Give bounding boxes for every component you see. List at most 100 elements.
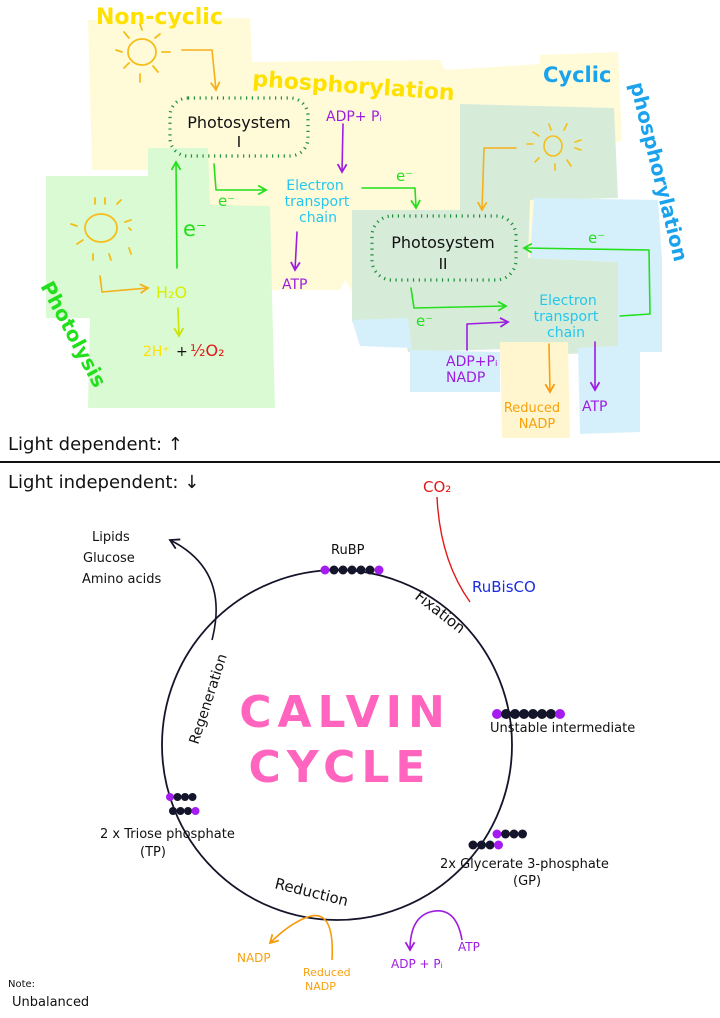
light-dependent-arrows bbox=[99, 49, 651, 394]
phosphate-atom bbox=[492, 829, 502, 839]
carbon-atom bbox=[181, 793, 189, 801]
etc-1-line2: transport bbox=[285, 194, 350, 210]
carbon-atom bbox=[169, 807, 177, 815]
oxygen-label: ½O₂ bbox=[190, 341, 225, 360]
tp-molecule bbox=[169, 807, 200, 815]
carbon-atom bbox=[501, 709, 511, 719]
phosphate-atom bbox=[320, 565, 330, 575]
product-glucose: Glucose bbox=[83, 551, 135, 566]
carbon-atom bbox=[518, 829, 527, 839]
tp-label-line1: 2 x Triose phosphate bbox=[100, 827, 235, 842]
atp-label-2: ATP bbox=[582, 399, 607, 415]
nadp-consumption-arrow bbox=[268, 914, 334, 961]
carbon-atom bbox=[365, 565, 375, 575]
fixation-label: Fixation bbox=[412, 587, 469, 637]
electron-transport-chain-2: Electron transport chain bbox=[534, 293, 599, 341]
electron-arrow-water-ps1 bbox=[170, 160, 182, 269]
cyclic-teal-region bbox=[352, 104, 618, 355]
co2-input-line bbox=[436, 496, 471, 603]
reduced-nadp-yellow-region bbox=[500, 342, 570, 438]
gp-molecule bbox=[468, 840, 503, 850]
photosystem-1-label: Photosystem bbox=[187, 113, 290, 132]
cyclic-title: Cyclic bbox=[543, 63, 611, 87]
phosphate-atom bbox=[191, 807, 200, 815]
etc-2-line2: transport bbox=[534, 309, 599, 325]
adp-nadp-arrow-etc2 bbox=[466, 317, 510, 351]
calvin-title-line1: CALVIN bbox=[239, 687, 451, 738]
carbon-atom bbox=[188, 793, 197, 801]
carbon-atom bbox=[501, 829, 510, 839]
photosystem-2-label: Photosystem bbox=[391, 233, 494, 252]
light-arrow-water bbox=[99, 275, 150, 294]
products-arrow bbox=[168, 538, 217, 641]
adp-pi-label: ADP+ Pᵢ bbox=[326, 109, 382, 125]
photosystem-1-numeral: I bbox=[237, 133, 241, 151]
photosystem-2: Photosystem II bbox=[370, 214, 518, 282]
electron-arrow-ps2-etc2 bbox=[410, 287, 508, 312]
hydrogen-ion-label: 2H⁺ bbox=[143, 344, 170, 360]
carbon-atom bbox=[176, 807, 185, 815]
adp-blue-region bbox=[410, 350, 500, 392]
adp-pi-label-2: ADP+Pᵢ bbox=[446, 354, 497, 370]
carbon-atom bbox=[537, 709, 547, 719]
molecule-layer bbox=[166, 565, 565, 850]
atp-arrow-etc1 bbox=[290, 231, 301, 272]
electron-label: e⁻ bbox=[218, 192, 235, 210]
atp-label: ATP bbox=[282, 277, 307, 293]
photolysis-green-region bbox=[46, 148, 275, 408]
nadp-label: NADP bbox=[446, 370, 485, 386]
electron-arrow-etc2-ps2 bbox=[522, 242, 651, 317]
unstable-intermediate-label: Unstable intermediate bbox=[490, 721, 635, 736]
phosphate-atom bbox=[492, 709, 502, 719]
reduced-nadp-label-line2: NADP bbox=[519, 417, 556, 432]
light-arrow-ps1 bbox=[181, 49, 221, 92]
carbon-atom bbox=[356, 565, 366, 575]
carbon-atom bbox=[509, 829, 519, 839]
calvin-adp-pi-label: ADP + Pᵢ bbox=[391, 957, 443, 971]
rubp-label: RuBP bbox=[331, 543, 365, 558]
gp-molecule bbox=[492, 829, 527, 839]
electron-label: e⁻ bbox=[588, 229, 605, 247]
phosphate-atom bbox=[374, 565, 384, 575]
tp-molecule bbox=[166, 793, 197, 801]
tp-label-line2: (TP) bbox=[140, 845, 166, 860]
carbon-atom bbox=[329, 565, 339, 575]
carbon-atom bbox=[347, 565, 357, 575]
phosphate-atom bbox=[166, 793, 174, 801]
etc-1-line3: chain bbox=[299, 210, 337, 226]
co2-label: CO₂ bbox=[423, 478, 451, 496]
electron-label: e⁻ bbox=[183, 217, 207, 241]
electron-label: e⁻ bbox=[396, 167, 413, 185]
electron-label: e⁻ bbox=[416, 312, 433, 330]
carbon-atom bbox=[477, 840, 486, 850]
reduction-label: Reduction bbox=[273, 874, 350, 910]
photosystem-2-numeral: II bbox=[439, 255, 448, 273]
calvin-atp-label: ATP bbox=[458, 940, 480, 954]
phosphate-atom bbox=[555, 709, 565, 719]
regeneration-label: Regeneration bbox=[187, 652, 231, 746]
unstable-intermediate-molecule bbox=[492, 709, 565, 719]
carbon-atom bbox=[338, 565, 348, 575]
etc-2-line3: chain bbox=[547, 325, 585, 341]
reduced-nadp-label-line1: Reduced bbox=[504, 401, 560, 416]
carbon-atom bbox=[173, 793, 182, 801]
carbon-atom bbox=[184, 807, 192, 815]
calvin-nadp-label: NADP bbox=[237, 951, 271, 965]
electron-arrow-ps1-etc1 bbox=[213, 163, 268, 196]
carbon-atom bbox=[519, 709, 529, 719]
product-lipids: Lipids bbox=[92, 530, 130, 545]
etc-1-line1: Electron bbox=[286, 178, 343, 194]
carbon-atom bbox=[528, 709, 538, 719]
electron-arrow-etc1-ps2 bbox=[361, 187, 421, 210]
calvin-title-line2: CYCLE bbox=[249, 742, 432, 793]
light-dependent-label: Light dependent: ↑ bbox=[8, 434, 183, 455]
rubp-molecule bbox=[320, 565, 384, 575]
electron-transport-chain-1: Electron transport chain bbox=[285, 178, 350, 226]
gp-label-line1: 2x Glycerate 3-phosphate bbox=[440, 857, 609, 872]
sun-icon bbox=[70, 197, 132, 261]
sun-icon bbox=[115, 23, 171, 83]
photosystem-1: Photosystem I bbox=[168, 96, 310, 158]
carbon-atom bbox=[468, 840, 478, 850]
gp-label-line2: (GP) bbox=[513, 874, 541, 889]
